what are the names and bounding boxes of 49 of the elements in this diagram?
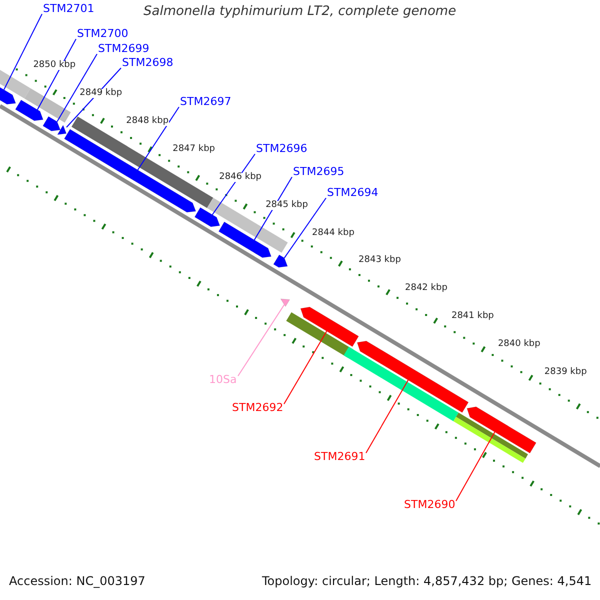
gene-feature [42,116,61,132]
leader-line [137,106,180,170]
title: Salmonella typhimurium LT2, complete genome [144,5,456,18]
leader-line [212,154,256,216]
leader-line [3,14,42,90]
leader-line [238,303,286,376]
scale-label: 2839 kbp [544,368,587,377]
leader-line [456,432,496,502]
scale-label: 2848 kbp [126,116,169,126]
gene-feature [280,298,290,307]
leader-line [36,38,76,110]
gene-label: STM2701 [43,3,94,14]
accession-text: Accession: NC_003197 [9,575,146,587]
gene-label: STM2696 [256,143,308,154]
gene-feature [57,124,67,135]
gene-feature [300,306,359,347]
gene-label: STM2700 [77,28,128,39]
gene-label: STM2691 [314,451,366,462]
genome-info-text: Topology: circular; Length: 4,857,432 bp; Genes: 4,541 [262,575,592,587]
gene-label: STM2697 [180,96,232,107]
scale-label: 2845 kbp [266,200,308,210]
scale-label: 2850 kbp [33,61,76,70]
scale-label: 2842 kbp [405,284,448,294]
leader-line [56,54,98,122]
gene-label: STM2695 [293,166,344,177]
scale-label: 2849 kbp [80,89,122,98]
leader-line [254,176,292,240]
scale-label: 2841 kbp [451,312,494,322]
gene-feature [218,222,272,258]
gene-feature [194,207,220,227]
gene-label: STM2692 [232,402,284,413]
leader-line [284,330,328,404]
gene-label: 10Sa [209,374,237,385]
gene-label: STM2690 [404,499,456,510]
leader-line [66,68,122,128]
gene-feature [356,340,469,413]
scale-label: 2844 kbp [312,228,354,238]
scale-label: 2846 kbp [219,172,262,182]
leader-line [366,380,409,454]
gene-feature [466,406,536,454]
leader-line [284,198,326,258]
gene-feature [15,100,44,121]
gene-label: STM2694 [327,187,378,198]
gene-feature [64,129,196,213]
gene-label: STM2698 [122,57,174,68]
scale-label: 2843 kbp [358,256,401,266]
scale-label: 2847 kbp [172,144,216,154]
gene-label: STM2699 [98,43,150,54]
scale-label: 2840 kbp [498,340,540,350]
